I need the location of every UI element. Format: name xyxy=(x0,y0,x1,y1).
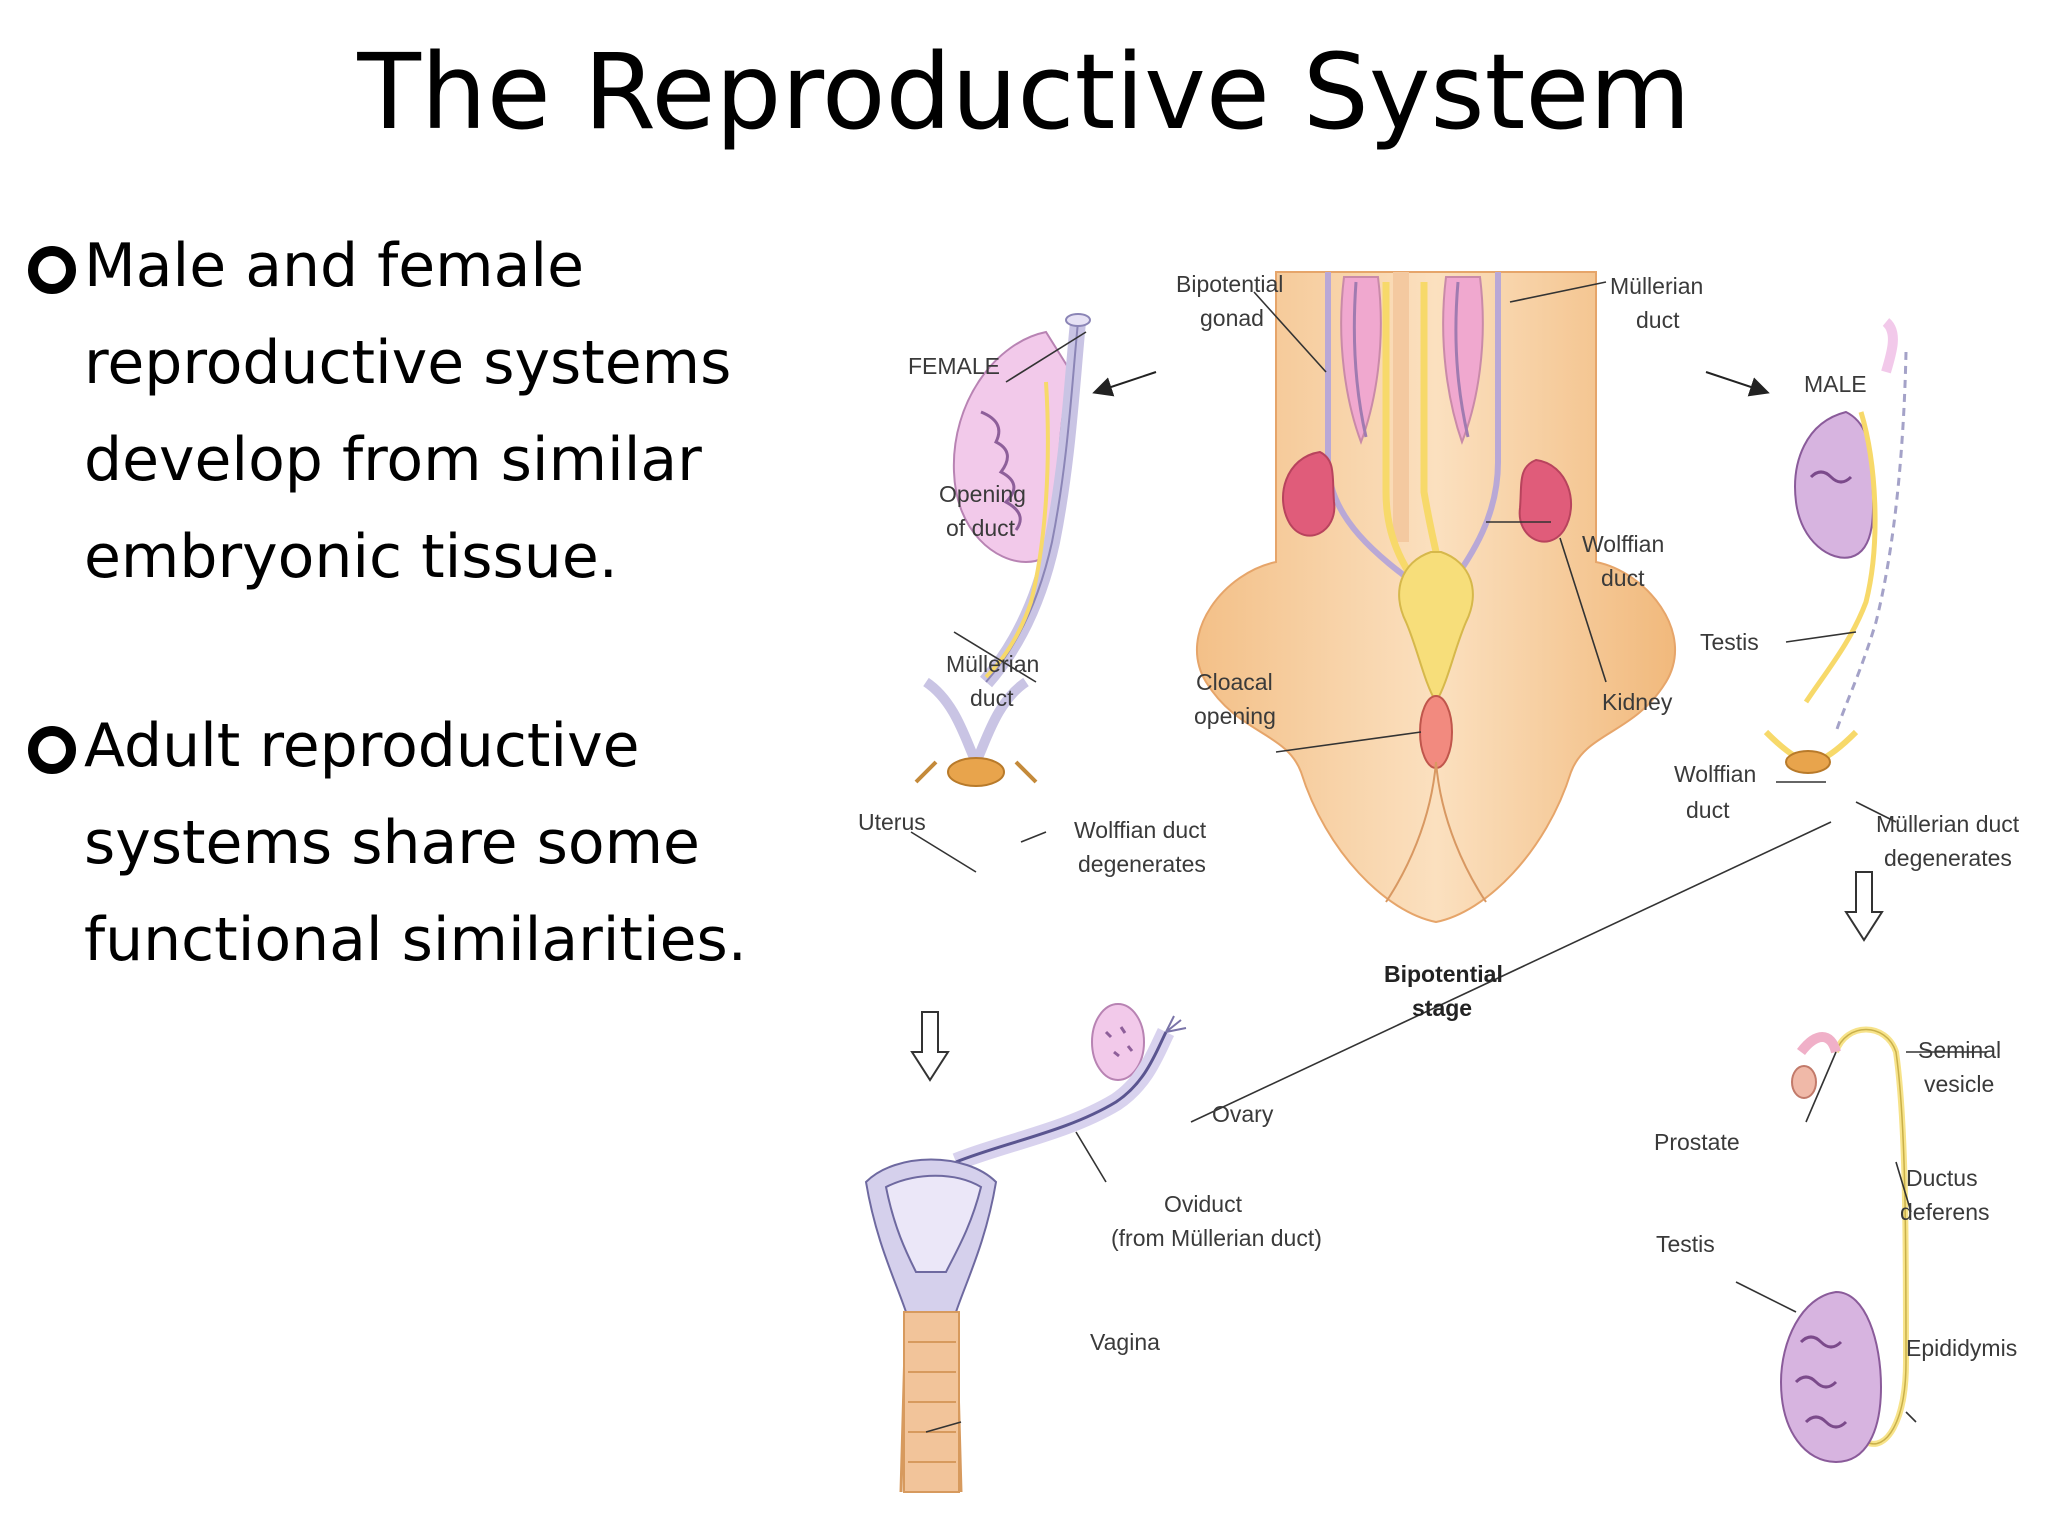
label-kidney: Kidney xyxy=(1602,689,1673,715)
slide-title: The Reproductive System xyxy=(357,31,1691,153)
label-mullerian-duct-degenerates: Müllerian duct xyxy=(1876,811,2020,837)
female-early-illustration xyxy=(914,313,1091,787)
label-seminal-vesicle: Seminal xyxy=(1918,1037,2001,1063)
bullet-text: Adult reproductive systems share some fu… xyxy=(84,711,747,975)
label-oviduct: (from Müllerian duct) xyxy=(1111,1225,1322,1251)
label-wolffian-duct-degenerates: Wolffian duct xyxy=(1074,817,1207,843)
label-cloacal-opening: Cloacal xyxy=(1196,669,1273,695)
label-wolffian-duct: duct xyxy=(1686,797,1730,823)
label-ductus-deferens: Ductus xyxy=(1906,1165,1978,1191)
label-male: MALE xyxy=(1804,371,1867,397)
label-mullerian-duct: Müllerian xyxy=(1610,273,1703,299)
label-mullerian-duct: Müllerian xyxy=(946,651,1039,677)
ring-bullet-icon xyxy=(28,726,76,774)
label-wolffian-duct: duct xyxy=(1601,565,1645,591)
label-seminal-vesicle: vesicle xyxy=(1924,1071,1994,1097)
bullet-item: Adult reproductive systems share some fu… xyxy=(24,698,844,989)
label-testis: Testis xyxy=(1656,1231,1715,1257)
label-ductus-deferens: deferens xyxy=(1900,1199,1990,1225)
label-cloacal-opening: opening xyxy=(1194,703,1276,729)
bullet-text: Male and female reproductive systems dev… xyxy=(84,231,732,592)
female-adult-illustration xyxy=(864,1003,1187,1493)
label-opening-of-duct: of duct xyxy=(946,515,1016,541)
label-bipotential-gonad: gonad xyxy=(1200,305,1264,331)
label-ovary: Ovary xyxy=(1212,1101,1274,1127)
process-arrows xyxy=(910,371,1884,1082)
label-mullerian-duct: duct xyxy=(970,685,1014,711)
diagram-labels: FEMALE MALE Bipotential gonad Müllerian … xyxy=(858,271,2020,1361)
label-mullerian-duct-degenerates: degenerates xyxy=(1884,845,2012,871)
label-testis: Testis xyxy=(1700,629,1759,655)
reproductive-development-diagram: FEMALE MALE Bipotential gonad Müllerian … xyxy=(858,271,2020,1493)
label-wolffian-duct-degenerates: degenerates xyxy=(1078,851,1206,877)
label-oviduct: Oviduct xyxy=(1164,1191,1243,1217)
label-bipotential-stage: Bipotential xyxy=(1384,961,1503,987)
label-prostate: Prostate xyxy=(1654,1129,1740,1155)
bullet-item: Male and female reproductive systems dev… xyxy=(24,218,844,606)
label-uterus: Uterus xyxy=(858,809,926,835)
label-vagina: Vagina xyxy=(1090,1329,1160,1355)
label-wolffian-duct: Wolffian xyxy=(1674,761,1756,787)
bullet-list: Male and female reproductive systems dev… xyxy=(24,218,844,989)
label-female: FEMALE xyxy=(908,353,1000,379)
ring-bullet-icon xyxy=(28,246,76,294)
label-bipotential-gonad: Bipotential xyxy=(1176,271,1283,297)
leader-lines xyxy=(910,281,1986,1433)
male-adult-illustration xyxy=(1779,1026,1910,1464)
label-wolffian-duct: Wolffian xyxy=(1582,531,1664,557)
male-early-illustration xyxy=(1763,318,1908,774)
label-epididymis: Epididymis xyxy=(1906,1335,2017,1361)
label-mullerian-duct: duct xyxy=(1636,307,1680,333)
bipotential-embryo-illustration xyxy=(1195,271,1677,924)
label-opening-of-duct: Opening xyxy=(939,481,1026,507)
label-bipotential-stage: stage xyxy=(1412,995,1472,1021)
